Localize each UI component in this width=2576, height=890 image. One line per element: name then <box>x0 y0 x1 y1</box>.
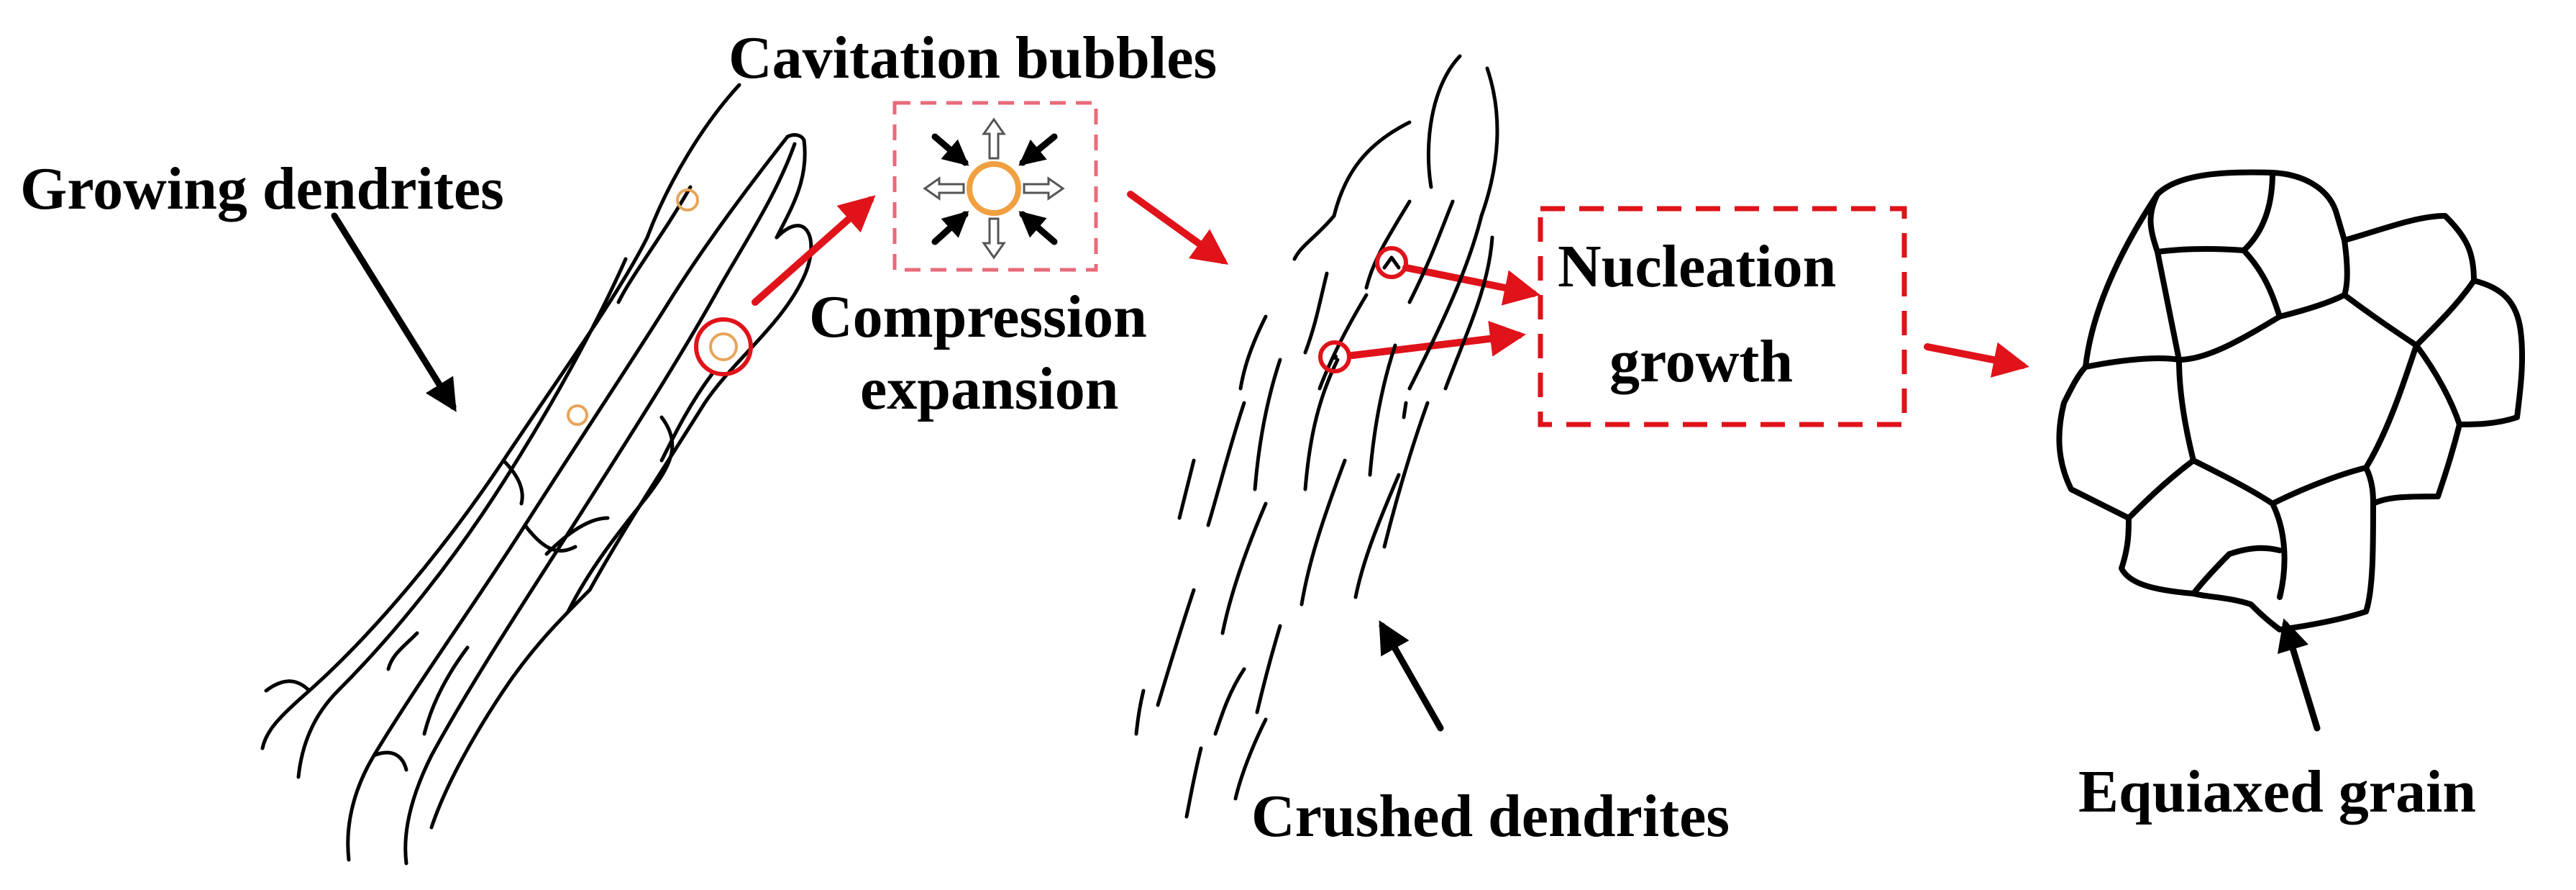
label-growth: growth <box>1609 328 1793 395</box>
label-cavitation-bubbles: Cavitation bubbles <box>729 24 1217 91</box>
label-expansion: expansion <box>860 355 1118 422</box>
cavitation-bubble <box>967 161 1021 216</box>
cavitation-bubble-box <box>892 101 1098 272</box>
small-bubble-2 <box>567 404 588 426</box>
red-flow-arrows <box>752 191 2029 378</box>
growing-dendrites-drawing <box>260 83 813 866</box>
arrow-box-to-grain <box>1924 342 2029 378</box>
label-crushed-dendrites: Crushed dendrites <box>1251 783 1730 850</box>
arrow-box-to-crushed <box>1127 191 1229 265</box>
nucleation-growth-box <box>1538 206 1907 427</box>
arrow-nucleus-1 <box>1402 264 1540 306</box>
arrow-nucleus-2 <box>1348 320 1526 359</box>
highlighted-bubble <box>694 317 753 376</box>
pointer-crushed-dendrites <box>1379 620 1444 732</box>
equiaxed-grain-drawing <box>2056 169 2526 632</box>
black-pointer-arrows <box>331 212 2321 732</box>
pointer-equiaxed-grain <box>2278 618 2321 732</box>
nucleation-site-1 <box>1375 246 1408 279</box>
arrow-bubble-to-box <box>752 195 876 306</box>
label-equiaxed-grain: Equiaxed grain <box>2078 758 2476 825</box>
nucleation-site-2 <box>1318 340 1351 373</box>
label-nucleation: Nucleation <box>1558 233 1836 300</box>
small-bubble-1 <box>676 189 699 212</box>
pointer-growing-dendrites <box>331 212 457 412</box>
label-compression: Compression <box>809 283 1147 350</box>
label-growing-dendrites: Growing dendrites <box>20 155 504 222</box>
highlighted-bubble-inner <box>709 332 738 361</box>
crushed-dendrites-drawing <box>1134 54 1499 819</box>
